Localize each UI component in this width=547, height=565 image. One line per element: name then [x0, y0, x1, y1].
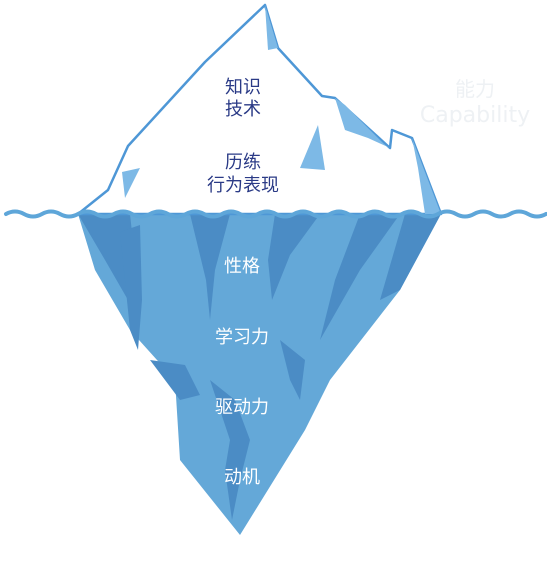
watermark-line1: 能力: [455, 77, 495, 101]
underwater-shade: [380, 214, 441, 300]
underwater-shade: [120, 225, 142, 350]
above-shade: [335, 98, 390, 148]
underwater-shade: [320, 214, 400, 340]
underwater-shade: [280, 340, 305, 400]
above-shade: [265, 5, 278, 50]
label-knowledge: 知识: [225, 77, 261, 98]
label-drive: 驱动力: [215, 397, 269, 418]
above-shade: [300, 125, 325, 170]
label-skills: 技术: [225, 99, 261, 120]
label-behavior: 行为表现: [207, 175, 279, 196]
iceberg-underwater-body: [78, 214, 441, 535]
above-water-shading: [122, 5, 441, 214]
above-shade: [412, 138, 441, 214]
label-motivation: 动机: [224, 467, 260, 488]
underwater-shade: [268, 214, 320, 300]
underwater-shade: [210, 380, 250, 520]
label-learning-ability: 学习力: [215, 327, 269, 348]
label-experience: 历练: [225, 152, 261, 173]
label-personality: 性格: [224, 256, 260, 277]
underwater-shade: [150, 360, 200, 400]
underwater-shading: [78, 214, 441, 520]
above-shade: [122, 168, 140, 198]
underwater-shade: [190, 214, 230, 320]
watermark-line2: Capability: [420, 103, 530, 128]
water-surface-line: [4, 209, 547, 219]
